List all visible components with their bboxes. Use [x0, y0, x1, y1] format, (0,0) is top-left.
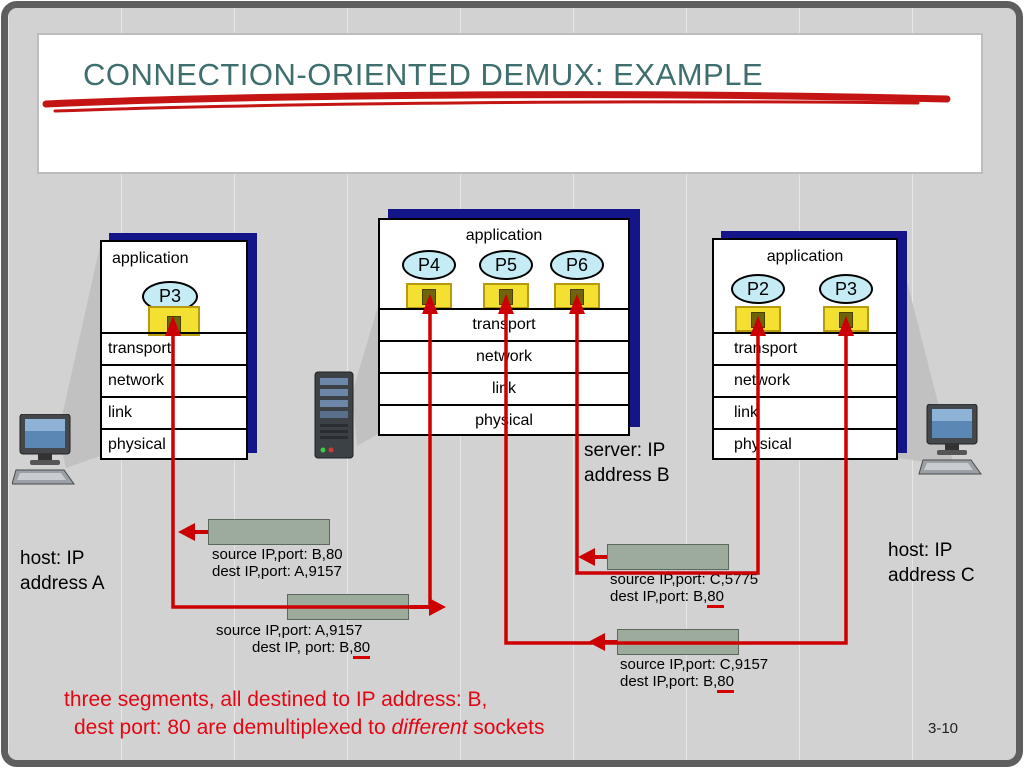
layer-label-network: network	[108, 372, 165, 389]
socket-icon	[823, 306, 869, 332]
layer-label-network: network	[475, 348, 533, 365]
socket-door	[839, 312, 853, 328]
layer-label-network: network	[734, 372, 791, 389]
layer-label-physical: physical	[108, 436, 166, 453]
layer-label-application: application	[112, 250, 189, 267]
socket-door	[751, 312, 765, 328]
bottom-note-line2: dest port: 80 are demultiplexed to diffe…	[74, 716, 545, 739]
server-b-label-line1: server: IP	[584, 440, 666, 461]
server-b-label-line2: address B	[584, 465, 670, 486]
segment-c9157-to-b	[617, 629, 739, 655]
layer-label-link: link	[491, 380, 516, 397]
segment-c5775-to-b-label: source IP,port: C,5775 dest IP,port: B,8…	[610, 571, 759, 608]
segment-label-line: source IP,port: C,9157	[620, 656, 769, 673]
segment-label-line: dest IP,port: A,9157	[212, 563, 342, 580]
segment-a-to-b-label: source IP,port: A,9157 dest IP, port: B,…	[216, 622, 371, 659]
protocol-stack-host-c: application P2 P3 transport network link…	[712, 238, 898, 460]
socket-icon	[483, 283, 529, 309]
process-oval-p4: P4	[402, 250, 456, 280]
segment-label-line: source IP,port: A,9157	[216, 622, 363, 639]
server-tower-icon	[312, 370, 358, 462]
layer-row-transport: transport	[714, 332, 896, 364]
layer-label-transport: transport	[472, 316, 536, 333]
layer-label-transport: transport	[734, 340, 798, 357]
protocol-stack-server-b: application P4 P5 P6 transport network l…	[378, 218, 630, 436]
layer-row-network: network	[102, 364, 246, 396]
segment-label-line: source IP,port: C,5775	[610, 571, 759, 588]
page-title: CONNECTION-ORIENTED DEMUX: EXAMPLE	[83, 57, 764, 92]
layer-label-physical: physical	[475, 412, 533, 429]
process-oval-p2: P2	[731, 274, 785, 304]
socket-door	[167, 316, 181, 332]
bottom-note-line1: three segments, all destined to IP addre…	[64, 688, 488, 711]
host-a-label: host: IP address A	[20, 546, 105, 596]
host-c-label: host: IP address C	[888, 538, 975, 588]
page-number: 3-10	[928, 720, 959, 737]
socket-door	[570, 289, 584, 305]
socket-icon	[554, 283, 600, 309]
layer-label-link: link	[734, 404, 759, 421]
socket-door	[499, 289, 513, 305]
layer-label-physical: physical	[734, 436, 792, 453]
layer-row-physical: physical	[380, 404, 628, 436]
host-c-label-line1: host: IP	[888, 540, 953, 561]
layer-row-physical: physical	[102, 428, 246, 460]
process-oval-p6: P6	[550, 250, 604, 280]
process-oval-p3: P3	[819, 274, 873, 304]
segment-c9157-to-b-label: source IP,port: C,9157 dest IP,port: B,8…	[620, 656, 769, 693]
layer-row-network: network	[714, 364, 896, 396]
layer-label-application: application	[465, 227, 543, 244]
segment-label-line: source IP,port: B,80	[212, 546, 343, 563]
desktop-computer-icon	[12, 414, 78, 492]
layer-row-transport: transport	[380, 308, 628, 340]
segment-label-line: dest IP,port: B,80	[610, 588, 758, 608]
segment-label-line: dest IP,port: B,80	[620, 673, 768, 693]
layer-label-application: application	[766, 248, 844, 265]
segment-a-to-b	[287, 594, 409, 620]
server-b-label: server: IP address B	[584, 438, 670, 488]
layer-row-physical: physical	[714, 428, 896, 460]
layer-row-transport: transport	[102, 332, 246, 364]
host-a-label-line1: host: IP	[20, 548, 85, 569]
segment-label-line: dest IP, port: B,80	[252, 639, 371, 659]
layer-label-transport: transport	[108, 340, 172, 357]
process-oval-p5: P5	[479, 250, 533, 280]
host-a-label-line2: address A	[20, 573, 105, 594]
layer-row-link: link	[380, 372, 628, 404]
segment-b-to-a	[208, 519, 330, 545]
layer-label-link: link	[108, 404, 133, 421]
socket-icon	[406, 283, 452, 309]
segment-c5775-to-b	[607, 544, 729, 570]
socket-door	[422, 289, 436, 305]
layer-row-link: link	[714, 396, 896, 428]
protocol-stack-host-a: application P3 transport network link ph…	[100, 240, 248, 460]
desktop-computer-icon	[916, 404, 988, 482]
segment-b-to-a-label: source IP,port: B,80 dest IP,port: A,915…	[212, 546, 343, 580]
title-box: CONNECTION-ORIENTED DEMUX: EXAMPLE	[37, 33, 983, 174]
socket-icon	[735, 306, 781, 332]
layer-row-network: network	[380, 340, 628, 372]
layer-row-link: link	[102, 396, 246, 428]
bottom-note: three segments, all destined to IP addre…	[64, 686, 544, 742]
host-c-label-line2: address C	[888, 565, 975, 586]
